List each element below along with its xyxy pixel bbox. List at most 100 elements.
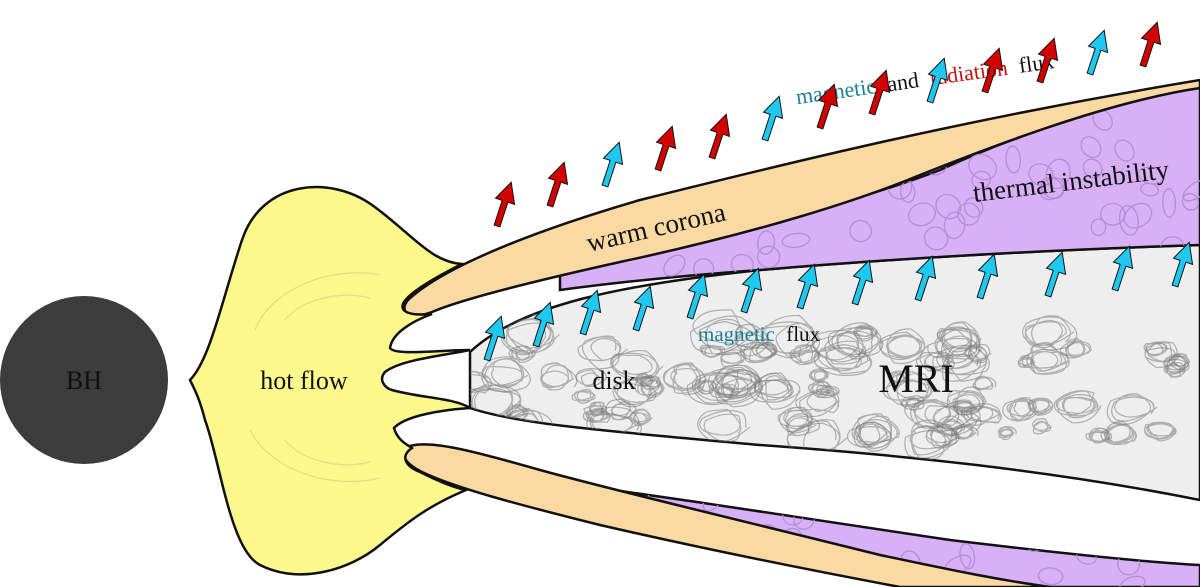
turbulence-swirl xyxy=(887,370,910,387)
thermal-blob xyxy=(1118,204,1139,236)
thermal-blob xyxy=(682,161,706,178)
turbulence-swirl xyxy=(1059,338,1092,359)
thermal-blob xyxy=(658,104,684,128)
thermal-blob xyxy=(1028,163,1054,187)
thermal-blob xyxy=(681,560,706,587)
thermal-blob xyxy=(969,488,999,508)
turbulence-swirl xyxy=(904,398,960,429)
thermal-blob xyxy=(1080,136,1102,159)
thermal-blob xyxy=(963,197,984,218)
turbulence-swirl xyxy=(734,323,769,357)
thermal-blob xyxy=(829,114,850,129)
magnetic-flux-arrow xyxy=(1044,251,1067,298)
turbulence-swirl xyxy=(505,403,529,421)
top-flux-and: and xyxy=(885,67,920,96)
turbulence-swirl xyxy=(754,372,794,401)
turbulence-swirl xyxy=(807,380,832,399)
magnetic-flux-arrow xyxy=(761,95,784,142)
thermal-blob xyxy=(580,185,607,207)
thermal-blob xyxy=(1106,516,1134,538)
turbulence-swirl xyxy=(924,400,982,436)
thermal-blob xyxy=(857,122,879,143)
warm-corona-bottom xyxy=(402,443,1051,587)
turbulence-swirl xyxy=(708,369,764,408)
inner-flux-caption: magnetic flux xyxy=(698,322,821,346)
thermal-blob xyxy=(1045,158,1071,190)
thermal-blob xyxy=(1123,202,1153,229)
turbulence-swirl xyxy=(1106,393,1158,426)
magnetic-flux-arrow xyxy=(686,273,709,320)
thermal-blob xyxy=(1181,192,1200,211)
magnetic-flux-arrow xyxy=(796,263,819,310)
turbulence-swirl xyxy=(997,426,1017,441)
turbulence-swirl xyxy=(953,399,976,416)
turbulence-swirl xyxy=(1144,421,1177,442)
thermal-blob xyxy=(849,219,872,243)
thermal-blob xyxy=(959,542,976,570)
turbulence-swirl xyxy=(789,344,821,366)
thermal-blob xyxy=(1082,158,1103,179)
turbulence-swirl xyxy=(853,324,878,342)
radiation-flux-arrow xyxy=(981,47,1004,94)
thermal-blob xyxy=(619,563,641,584)
thermal-blob xyxy=(1090,218,1107,237)
thermal-blob xyxy=(752,85,774,103)
inner-flux-magnetic: magnetic xyxy=(698,322,775,346)
thermal-blob xyxy=(943,211,966,240)
thermal-blob xyxy=(968,153,998,181)
thermal-blob xyxy=(1140,182,1160,197)
thermal-blob xyxy=(578,110,610,132)
turbulence-swirl xyxy=(571,388,596,404)
inner-flux-flux: flux xyxy=(786,322,820,346)
magnetic-flux-arrow xyxy=(851,259,874,306)
turbulence-swirl xyxy=(634,374,666,399)
magnetic-flux-arrow xyxy=(926,57,949,104)
radiation-flux-arrow xyxy=(1036,37,1059,84)
radiation-flux-arrow xyxy=(654,125,677,172)
thermal-blob xyxy=(1182,179,1200,202)
radiation-flux-arrow xyxy=(816,83,839,130)
turbulence-swirl xyxy=(1053,390,1102,424)
thermal-blob xyxy=(908,202,936,227)
turbulence-swirl xyxy=(1163,353,1190,374)
radiation-flux-arrow xyxy=(868,69,891,116)
turbulence-swirl xyxy=(575,367,607,388)
turbulence-swirl xyxy=(915,350,955,372)
thermal-blob xyxy=(1178,536,1200,562)
thermal-blob xyxy=(1074,505,1092,527)
mri-turbulence xyxy=(470,309,1191,461)
turbulence-swirl xyxy=(1027,397,1054,416)
thermal-blob xyxy=(1119,575,1146,587)
turbulence-swirl xyxy=(540,362,578,391)
turbulence-swirl xyxy=(1017,355,1035,369)
turbulence-swirl xyxy=(795,388,840,418)
black-hole xyxy=(0,296,168,464)
turbulence-swirl xyxy=(751,341,777,359)
thermal-blob xyxy=(1136,505,1157,526)
magnetic-flux-arrow xyxy=(632,285,655,332)
turbulence-swirl xyxy=(1002,396,1040,422)
magnetic-flux-arrow xyxy=(740,267,763,314)
thermal-blob xyxy=(732,138,754,160)
turbulence-swirl xyxy=(696,379,718,395)
turbulence-swirl xyxy=(811,329,867,365)
thermal-blob xyxy=(970,103,992,119)
thermal-blob xyxy=(923,493,946,512)
turbulence-swirl xyxy=(577,335,629,370)
turbulence-swirl xyxy=(936,321,982,358)
thermal-blob xyxy=(701,567,725,584)
thermal-blob xyxy=(790,576,815,587)
magnetic-flux-arrow xyxy=(1086,29,1109,76)
thermal-blob xyxy=(1005,145,1021,174)
turbulence-swirl xyxy=(697,408,751,443)
thermal-blob xyxy=(1169,519,1196,547)
mri-label: MRI xyxy=(878,356,954,401)
thermal-blob xyxy=(898,496,920,525)
thermal-blob xyxy=(971,170,992,190)
turbulence-swirl xyxy=(1085,427,1113,444)
thermal-blob xyxy=(865,489,886,509)
turbulence-swirl xyxy=(882,371,935,406)
bh-label: BH xyxy=(66,366,102,395)
thermal-blob xyxy=(1162,188,1177,218)
